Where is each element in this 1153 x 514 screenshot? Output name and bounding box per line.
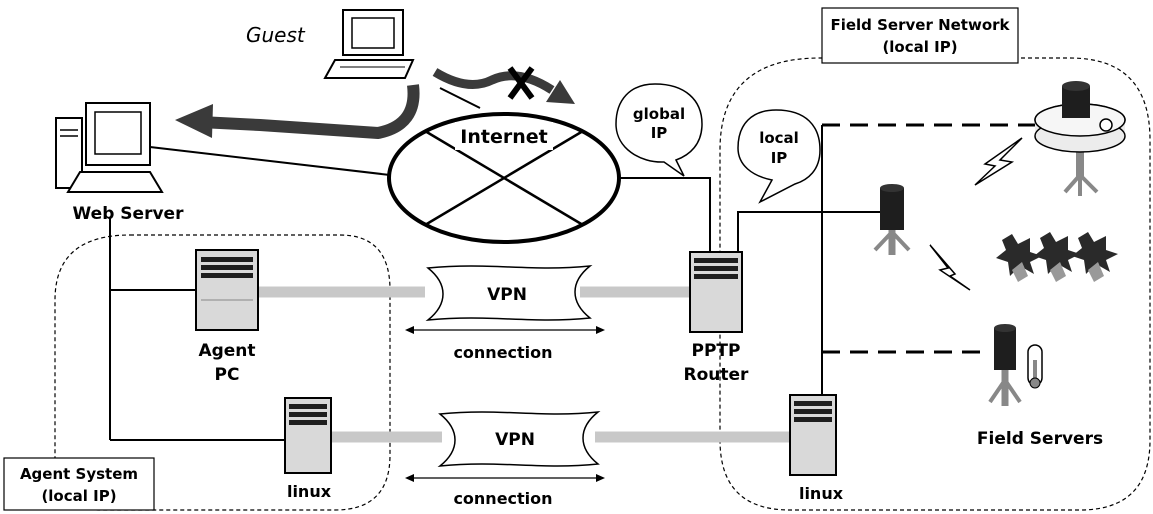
web-server-internet-link [149, 146, 391, 176]
field-servers-label: Field Servers [977, 429, 1103, 449]
web-server-label: Web Server [73, 204, 185, 224]
vpn-top-connection: connection [453, 343, 552, 362]
agent-system-line2: (local IP) [41, 487, 116, 505]
field-server-network-line1: Field Server Network [830, 16, 1010, 34]
global-ip-line1: global [633, 105, 685, 123]
linux-left-label: linux [287, 482, 332, 501]
blocked-x-icon [507, 66, 535, 100]
agent-pc-line2: PC [215, 365, 240, 385]
guest-label: Guest [246, 23, 306, 47]
vpn-bottom-label: VPN [495, 430, 535, 450]
field-server-network-line2: (local IP) [882, 38, 957, 56]
wireless-lightning-icon-bottom [929, 244, 971, 291]
internet-cloud: Internet [387, 112, 621, 244]
vpn-top-label: VPN [487, 285, 527, 305]
local-ip-line2: IP [771, 149, 788, 167]
router-field-link [737, 211, 880, 252]
agent-pc-line1: Agent [198, 341, 255, 361]
agent-system-line1: Agent System [20, 465, 138, 483]
field-server-network-region [719, 57, 1151, 511]
vpn-top: VPN connection [405, 265, 605, 362]
guest-internet-link [439, 87, 481, 109]
internet-label: Internet [460, 126, 547, 148]
linux-left-server-icon [284, 397, 332, 474]
thermometer-icon [1027, 344, 1043, 389]
wireless-lightning-icon-top [974, 137, 1023, 186]
agent-pc-server-icon [195, 249, 259, 331]
linux-right-server-icon [789, 394, 837, 476]
pptp-router-icon [689, 251, 743, 333]
vpn-bottom-connection: connection [453, 489, 552, 508]
guest-to-web-arrow [175, 84, 420, 139]
field-server-network-title: Field Server Network (local IP) [821, 7, 1019, 64]
agent-system-title: Agent System (local IP) [3, 457, 155, 511]
camera-field-server-icon [1034, 81, 1126, 196]
linux-right-label: linux [799, 484, 844, 503]
global-ip-bubble: global IP [615, 83, 703, 177]
crop-plants-icon [996, 232, 1118, 282]
local-ip-bubble: local IP [737, 109, 821, 204]
pptp-router-line2: Router [684, 365, 750, 385]
local-ip-line1: local [759, 129, 799, 147]
web-server-icon [55, 102, 164, 193]
global-ip-line2: IP [651, 124, 668, 142]
guest-pc-icon [323, 9, 415, 79]
field-server-device-top [873, 184, 911, 255]
internet-router-link [618, 177, 711, 252]
field-server-device-bottom [988, 324, 1022, 406]
blocked-access-arrow [432, 68, 575, 104]
vpn-bottom: VPN connection [405, 410, 605, 508]
pptp-router-line1: PPTP [692, 341, 741, 361]
